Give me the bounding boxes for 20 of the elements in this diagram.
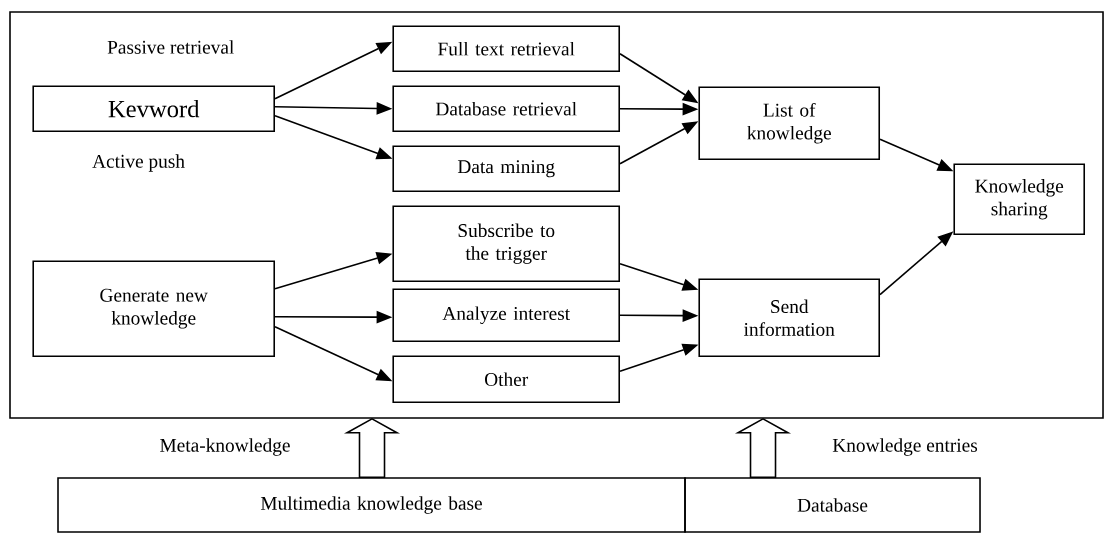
hollow-arrow <box>735 417 792 478</box>
process-box: Data mining <box>392 145 620 192</box>
process-box: Other <box>392 355 620 403</box>
storage-box: Database <box>684 477 981 533</box>
section-label: Active push <box>92 154 185 172</box>
panel-frame <box>9 11 1104 419</box>
process-box: List of knowledge <box>698 86 880 160</box>
edge-label: Knowledge entries <box>830 436 980 458</box>
process-box: Kevword <box>32 85 275 132</box>
process-box: Database retrieval <box>392 85 620 132</box>
process-box: Send information <box>698 278 880 357</box>
edge-label: Meta-knowledge <box>157 436 293 458</box>
section-label: Passive retrieval <box>107 40 234 54</box>
process-box: Generate new knowledge <box>32 260 275 357</box>
process-box: Full text retrieval <box>392 25 620 72</box>
process-box: Analyze interest <box>392 288 620 342</box>
process-box: Knowledge sharing <box>953 163 1085 235</box>
hollow-arrow <box>344 417 401 478</box>
process-box: Subscribe to the trigger <box>392 205 620 282</box>
storage-box: Multimedia knowledge base <box>57 477 686 533</box>
